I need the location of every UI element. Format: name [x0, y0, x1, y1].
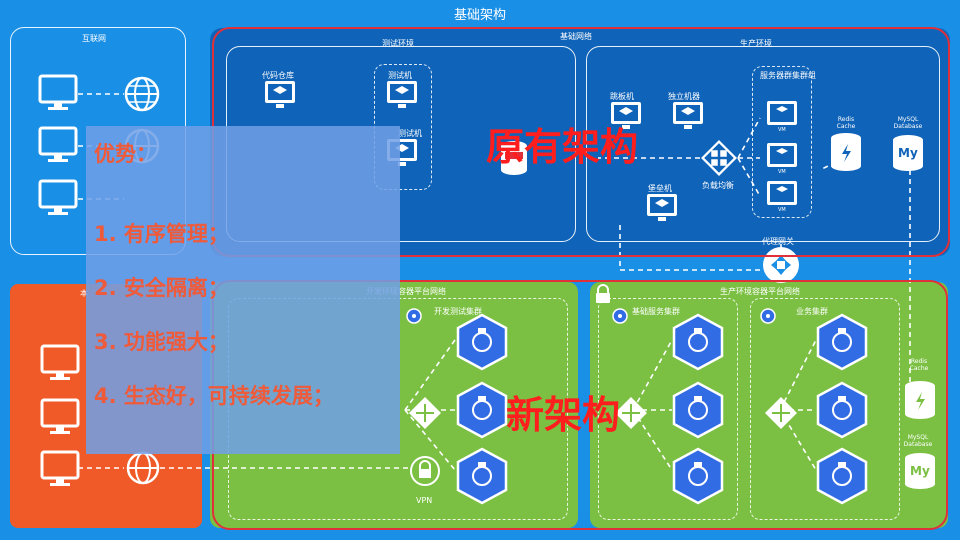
mysql-db-icon — [892, 134, 924, 176]
standalone-machine-label: 独立机器 — [668, 92, 700, 101]
redis-cache-new-label: Redis Cache — [909, 358, 929, 372]
office-monitor-1-icon — [40, 344, 80, 386]
vm-3-label: VM — [778, 207, 786, 213]
test-env-label: 测试环境 — [382, 39, 414, 48]
vm-2-icon — [766, 142, 798, 174]
load-balancer-icon — [700, 139, 738, 181]
dev-test-cluster-label: 开发测试集群 — [434, 307, 482, 316]
code-repo-label: 代码仓库 — [262, 71, 294, 80]
vpn-label: VPN — [416, 496, 433, 505]
business-cluster-label: 业务集群 — [796, 307, 828, 316]
k8s-badge-business-icon — [760, 308, 776, 328]
prod-platform-label: 生产环境容器平台网络 — [720, 287, 800, 296]
lb-base-icon — [614, 396, 648, 434]
internet-zone-label: 互联网 — [82, 34, 106, 43]
new-architecture-label: 新架构 — [506, 393, 621, 437]
base-cluster-dashed — [598, 298, 738, 520]
k8s-badge-base-icon — [612, 308, 628, 328]
vm-2-label: VM — [778, 169, 786, 175]
padlock-icon — [594, 284, 612, 308]
k8s-node-business-2-icon — [816, 381, 868, 439]
redis-cache-label: Redis Cache — [836, 116, 856, 130]
code-repo-icon — [264, 80, 296, 114]
k8s-node-business-3-icon — [816, 447, 868, 505]
mysql-db-badge: My — [898, 146, 918, 160]
jump-host-icon — [610, 101, 642, 135]
vm-1-icon — [766, 100, 798, 132]
infra-network-label: 基础网络 — [560, 32, 592, 41]
vm-3-icon — [766, 180, 798, 212]
k8s-node-base-1-icon — [672, 313, 724, 371]
mysql-db-label: MySQL Database — [893, 116, 923, 130]
service-cluster-label: 服务器群集群组 — [760, 71, 816, 80]
redis-cache-icon — [830, 132, 862, 176]
bastion-icon — [646, 193, 678, 227]
advantage-item-3: 3. 功能强大； — [94, 330, 229, 354]
k8s-badge-dev-icon — [406, 308, 422, 328]
k8s-node-business-1-icon — [816, 313, 868, 371]
test-machine-2-label: 测试机 — [398, 129, 422, 138]
prod-env-label: 生产环境 — [740, 39, 772, 48]
k8s-node-base-3-icon — [672, 447, 724, 505]
bastion-label: 堡垒机 — [648, 184, 672, 193]
standalone-machine-icon — [672, 101, 704, 135]
advantage-item-2: 2. 安全隔离； — [94, 276, 229, 300]
advantage-item-4: 4. 生态好，可持续发展； — [94, 384, 334, 408]
mysql-db-new-badge: My — [910, 464, 930, 478]
test-machine-icon — [386, 80, 418, 114]
dev-platform-label: 开发环境容器平台网络 — [366, 287, 446, 296]
test-machine-label: 测试机 — [388, 71, 412, 80]
office-globe-icon — [126, 451, 160, 489]
k8s-node-dev-2-icon — [456, 381, 508, 439]
advantages-panel — [86, 126, 400, 454]
lb-business-icon — [764, 396, 798, 434]
internet-globe-1-icon — [124, 76, 160, 116]
k8s-node-dev-1-icon — [456, 313, 508, 371]
lb-dev-icon — [408, 396, 442, 434]
base-service-cluster-label: 基础服务集群 — [632, 307, 680, 316]
office-zone-label: 本 — [80, 289, 88, 298]
internet-monitor-1-icon — [38, 74, 78, 116]
mysql-db-new-label: MySQL Database — [903, 434, 933, 448]
k8s-node-base-2-icon — [672, 381, 724, 439]
diagram-title: 基础架构 — [453, 8, 506, 23]
office-monitor-3-icon — [40, 450, 80, 492]
advantage-item-1: 1. 有序管理； — [94, 222, 229, 246]
jump-host-label: 跳板机 — [610, 92, 634, 101]
k8s-node-dev-3-icon — [456, 447, 508, 505]
old-architecture-label: 原有架构 — [486, 125, 639, 169]
business-cluster-dashed — [750, 298, 900, 520]
service-cluster-group — [752, 66, 812, 218]
redis-cache-new-icon — [904, 380, 936, 424]
internet-monitor-3-icon — [38, 179, 78, 221]
proxy-gateway-label: 代理网关 — [762, 237, 794, 246]
prod-env-zone — [586, 46, 940, 242]
internet-monitor-2-icon — [38, 126, 78, 168]
load-balancer-label: 负载均衡 — [702, 181, 734, 190]
test-db-icon — [500, 140, 528, 180]
vpn-icon — [410, 456, 440, 490]
mysql-db-new-icon — [904, 452, 936, 494]
vm-1-label: VM — [778, 127, 786, 133]
office-monitor-2-icon — [40, 398, 80, 440]
advantages-heading: 优势： — [94, 142, 157, 166]
